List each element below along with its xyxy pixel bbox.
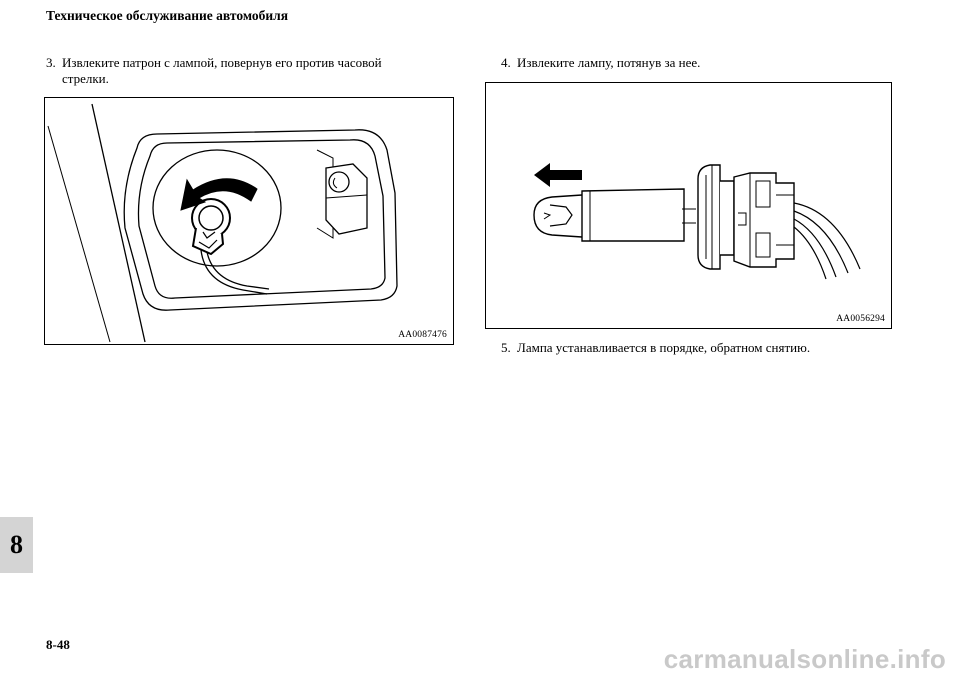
page-header: Техническое обслуживание автомобиля: [46, 8, 288, 23]
step-number: 3.: [46, 55, 56, 70]
figure-drawing: [533, 163, 861, 280]
figure-code: AA0056294: [836, 314, 885, 324]
step-text: Извлеките лампу, потянув за нее.: [517, 55, 701, 70]
chapter-tab: 8: [0, 517, 33, 573]
step-number: 5.: [501, 340, 511, 355]
rotate-counterclockwise-arrow-icon: [180, 178, 258, 211]
figure-drawing: [47, 103, 398, 343]
figure-bulb-removal: AA0056294: [485, 82, 892, 329]
pull-left-arrow-icon: [534, 163, 582, 187]
figure-bulb-socket: AA0087476: [44, 97, 454, 345]
step-5: 5. Лампа устанавливается в порядке, обрат…: [501, 340, 921, 356]
step-4: 4. Извлеките лампу, потянув за нее.: [501, 55, 901, 71]
chapter-number: 8: [10, 530, 23, 559]
page-number: 8-48: [46, 637, 70, 652]
step-text: Извлеките патрон с лампой, повернув его …: [62, 55, 382, 70]
watermark: carmanualsonline.info: [663, 644, 946, 674]
step-text-continued: стрелки.: [62, 71, 109, 86]
step-text: Лампа устанавливается в порядке, обратно…: [517, 340, 811, 355]
figure-code: AA0087476: [398, 330, 447, 340]
step-number: 4.: [501, 55, 511, 70]
step-3: 3. Извлеките патрон с лампой, повернув ег…: [46, 55, 446, 87]
